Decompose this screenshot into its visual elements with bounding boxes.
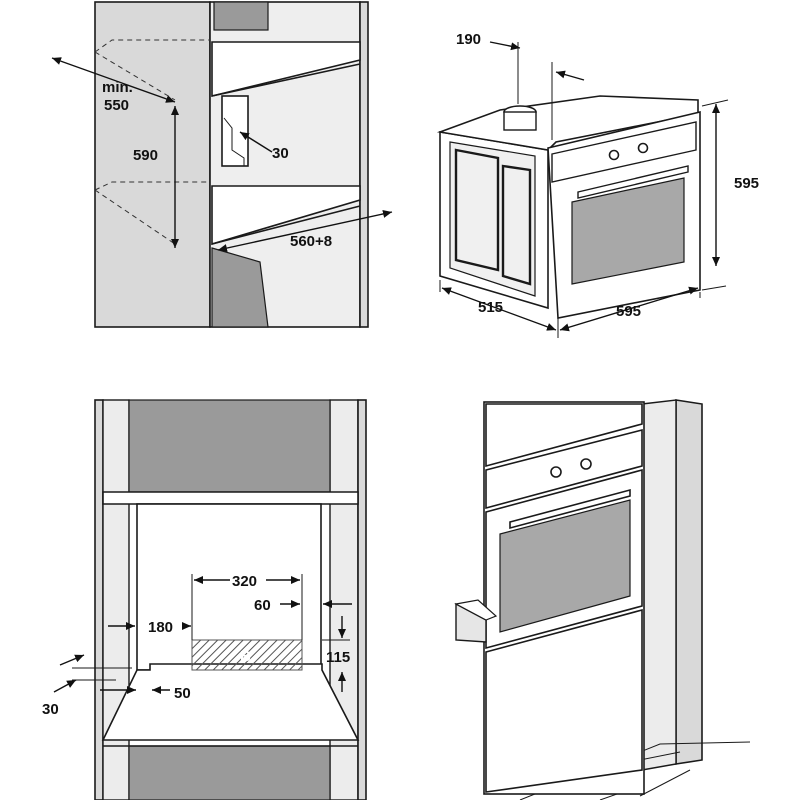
top-value: 190: [456, 31, 481, 48]
top-190-pointer: [489, 41, 521, 51]
upper-block: [213, 1, 269, 31]
min-value: 550: [104, 97, 129, 114]
oven-knob-2: [580, 458, 592, 470]
lower-block: [211, 247, 269, 328]
upper-shelf: [211, 41, 361, 98]
niche-front-panel: B 320 60 180 115 50 30: [42, 399, 367, 800]
side-wall: [675, 399, 703, 765]
zone-height-value: 115: [326, 649, 350, 666]
height-value: 595: [734, 175, 759, 192]
zone-b: [191, 639, 303, 671]
outer-left-wall: [94, 399, 104, 800]
depth-value: 515: [478, 299, 503, 316]
lower-drawer: [485, 608, 643, 793]
zone-width-value: 320: [232, 573, 257, 590]
niche-side-panel: min. 550 590 30 560+8: [51, 1, 393, 328]
depth-515-dimension: [441, 287, 557, 331]
zone-label: B: [240, 648, 251, 665]
edge-value: 30: [42, 701, 59, 718]
bottom-cabinet: [128, 745, 331, 800]
bottom-shelf: [101, 663, 360, 741]
oven-knob-1: [550, 466, 562, 478]
width-value: 560+8: [290, 233, 332, 250]
installed-oven-panel: [454, 399, 751, 800]
min-550-dimension: [51, 57, 176, 103]
shelf-top: [102, 491, 359, 505]
outer-right-wall: [357, 399, 367, 800]
gap-value: 30: [272, 145, 289, 162]
top-cabinet: [128, 399, 331, 493]
oven-control-panel: [485, 428, 643, 510]
oven-dimensions-panel: 190 595 515 595: [436, 31, 759, 338]
width-595-dimension: [559, 286, 699, 332]
ledge-value: 50: [174, 685, 191, 702]
zone-left-value: 180: [148, 619, 173, 636]
oven-window: [571, 177, 685, 285]
right-wall: [359, 1, 369, 328]
oven-handle: [577, 165, 689, 199]
knob-1: [608, 149, 620, 161]
height-value: 590: [133, 147, 158, 164]
width-value: 595: [616, 303, 641, 320]
upper-door: [485, 403, 643, 468]
oven-door-window: [499, 499, 631, 633]
knob-2: [637, 142, 649, 154]
min-label: min.: [102, 79, 133, 96]
oven-door-handle: [509, 488, 631, 530]
left-wall: [94, 1, 211, 328]
gap-30-pointer: [239, 131, 273, 153]
width-560-dimension: [217, 210, 393, 252]
back-column: [221, 95, 249, 167]
zone-right-value: 60: [254, 597, 271, 614]
